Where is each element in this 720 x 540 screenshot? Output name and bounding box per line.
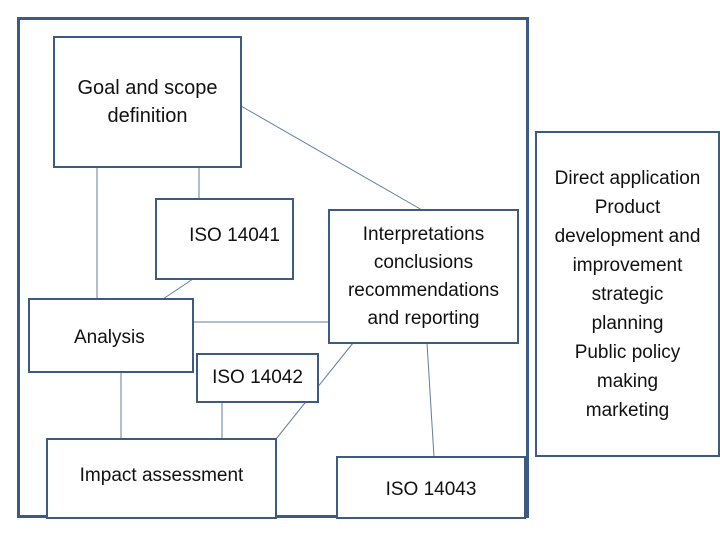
- goal-scope-box: Goal and scope definition: [53, 36, 242, 168]
- iso-14041-label: ISO 14041: [189, 225, 280, 246]
- impact-assessment-label: Impact assessment: [79, 465, 244, 486]
- goal-scope-label: Goal and scope definition: [77, 77, 218, 127]
- analysis-box: Analysis: [28, 298, 194, 373]
- iso-14041-box: ISO 14041: [155, 198, 294, 280]
- iso-14042-label: ISO 14042: [212, 367, 303, 388]
- interpretations-label: Interpretations conclusions recommendati…: [347, 223, 500, 329]
- iso-14043-label: ISO 14043: [385, 478, 477, 500]
- iso-14042-box: ISO 14042: [196, 353, 319, 403]
- applications-label: Direct application Product development a…: [554, 167, 701, 421]
- applications-box: Direct application Product development a…: [535, 131, 720, 457]
- analysis-label: Analysis: [74, 327, 145, 348]
- impact-assessment-box: Impact assessment: [46, 438, 277, 519]
- interpretations-box: Interpretations conclusions recommendati…: [328, 209, 519, 344]
- iso-14043-box: ISO 14043: [336, 456, 526, 519]
